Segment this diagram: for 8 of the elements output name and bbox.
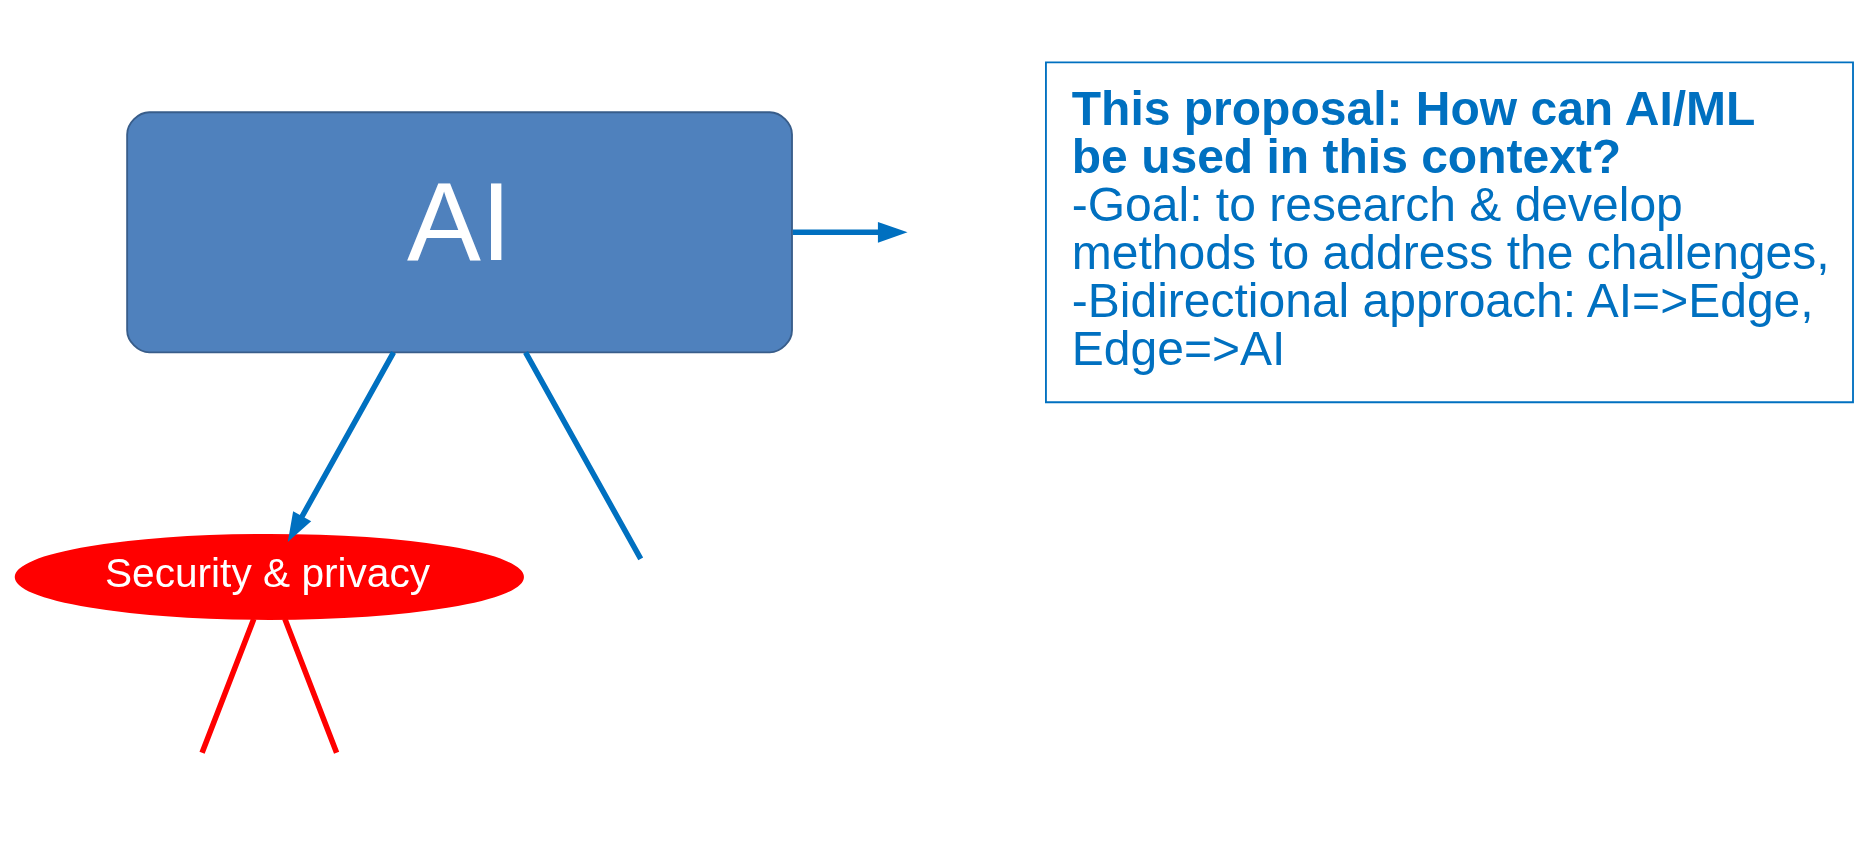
connector: [199, 617, 257, 754]
arrow: [792, 221, 908, 243]
arrow: [287, 350, 396, 542]
node-ellipse: Security & privacy: [14, 533, 524, 620]
node-box: AI: [126, 110, 793, 353]
connector: [282, 617, 340, 754]
node-box: This proposal: How can AI/ML be used in this context? -Goal: to research & develop methods to address the challenges, -Bidirectional approach: AI=>Edge, Edge=>AI: [1045, 60, 1854, 403]
connector: [523, 350, 644, 560]
